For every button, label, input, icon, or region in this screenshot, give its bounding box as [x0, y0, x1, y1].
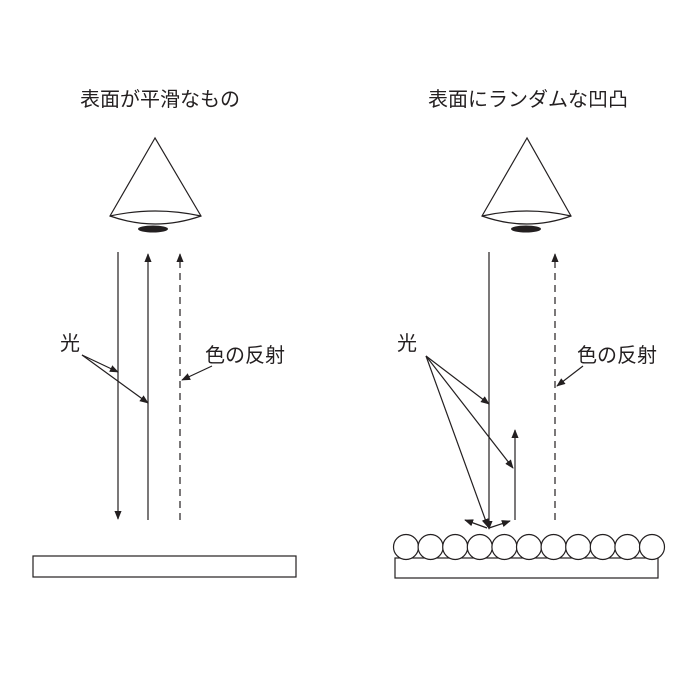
color-reflection-leader-right — [556, 365, 584, 387]
observer-cone-right — [481, 136, 572, 233]
surface-particle — [638, 533, 666, 561]
observer-cone-left — [109, 136, 202, 233]
light-label-right: 光 — [397, 331, 417, 355]
scatter-ray-right — [488, 520, 511, 529]
light-leader-right-1 — [425, 355, 490, 405]
smooth-surface-panel: 表面が平滑なもの 光 色の反射 — [32, 87, 297, 578]
eye-lens-left — [138, 225, 168, 233]
rough-surface-base — [394, 557, 659, 579]
color-reflection-label-right: 色の反射 — [577, 343, 657, 367]
surface-particles — [392, 533, 666, 561]
surface-particle — [392, 533, 420, 561]
surface-particle — [417, 533, 444, 561]
surface-particle — [466, 533, 493, 561]
surface-particle — [540, 533, 567, 561]
surface-particle — [589, 533, 616, 561]
smooth-panel-title: 表面が平滑なもの — [80, 87, 240, 111]
scatter-ray-left — [464, 519, 488, 529]
surface-particle — [515, 533, 543, 561]
surface-particle — [565, 533, 592, 561]
surface-particle — [442, 533, 469, 561]
light-leader-right-2 — [425, 355, 514, 469]
light-label-left: 光 — [60, 331, 80, 355]
surface-particle — [614, 533, 641, 561]
surface-particle — [491, 533, 518, 561]
eye-lens-right — [511, 225, 541, 233]
color-reflection-label-left: 色の反射 — [205, 343, 285, 367]
smooth-surface — [32, 555, 297, 578]
rough-surface-panel: 表面にランダムな凹凸 光 色の反射 — [392, 87, 666, 579]
color-reflection-leader-left — [181, 365, 213, 381]
light-leader-right-3 — [425, 355, 489, 528]
light-leader-2 — [81, 354, 149, 404]
light-leader-1 — [81, 354, 119, 373]
rough-panel-title: 表面にランダムな凹凸 — [428, 87, 628, 111]
